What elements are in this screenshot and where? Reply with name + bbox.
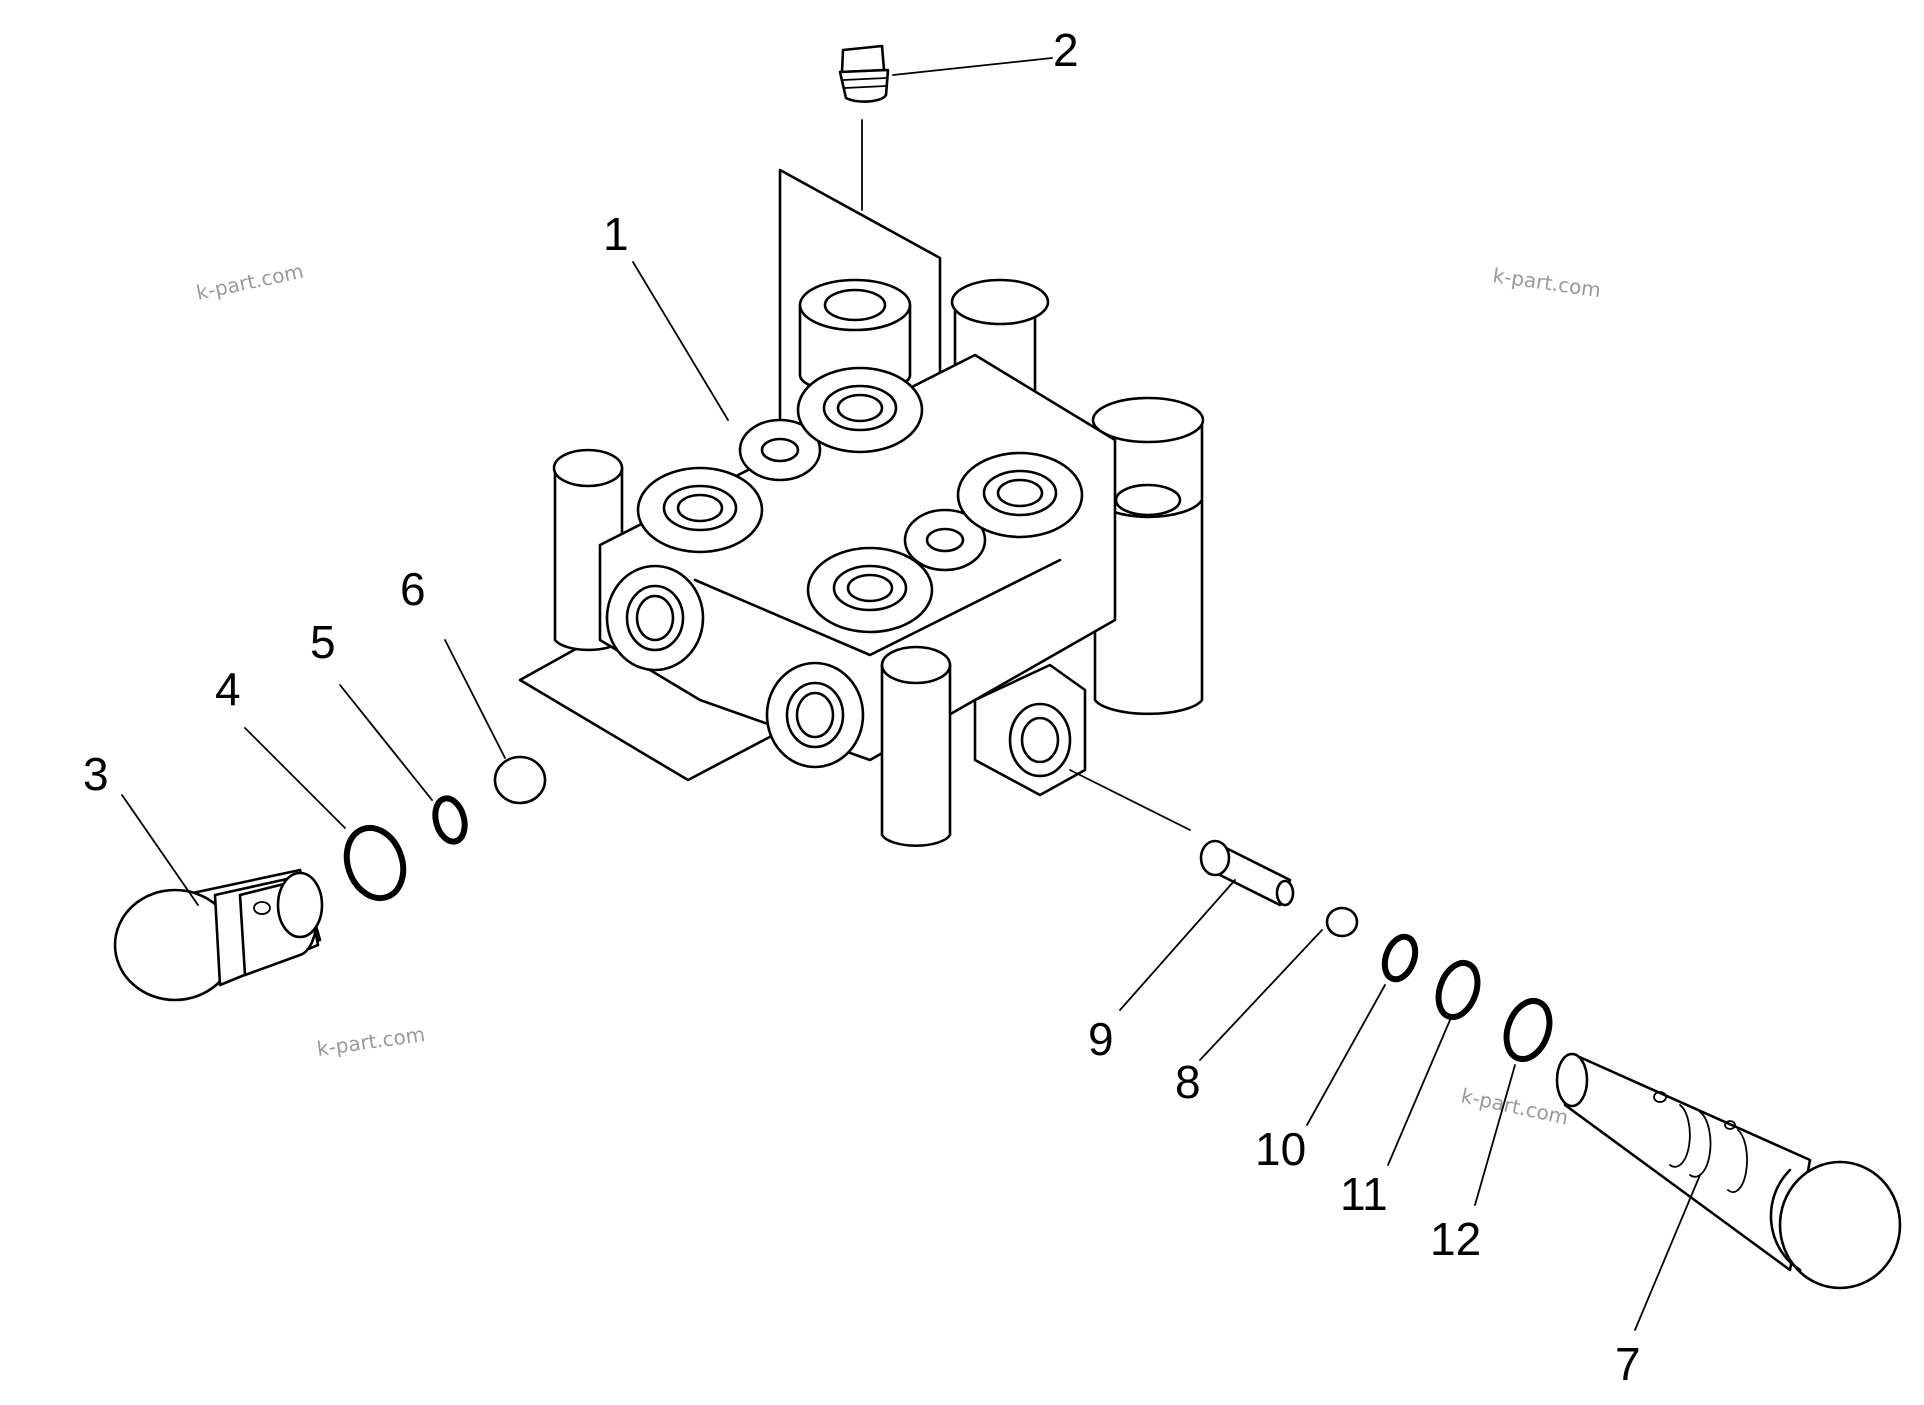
watermark: k-part.com: [194, 259, 306, 305]
callout-9: 9: [1088, 1013, 1114, 1065]
watermark: k-part.com: [1491, 263, 1602, 302]
callout-4: 4: [215, 663, 241, 715]
o-ring-part-4: [343, 824, 407, 902]
leader-lines: [121, 57, 1701, 1331]
ball-part-6: [493, 755, 547, 805]
callout-11: 11: [1340, 1168, 1388, 1220]
callout-10: 10: [1255, 1123, 1306, 1175]
callout-12: 12: [1430, 1213, 1481, 1265]
plug-part-2: [838, 44, 890, 211]
watermark: k-part.com: [315, 1022, 426, 1061]
pin-part-9: [1069, 769, 1295, 907]
callout-1: 1: [603, 208, 629, 260]
callout-6: 6: [400, 563, 426, 615]
o-ring-part-11: [1435, 959, 1481, 1021]
callout-3: 3: [83, 748, 109, 800]
callout-8: 8: [1175, 1056, 1201, 1108]
watermark: k-part.com: [1459, 1083, 1571, 1129]
o-ring-part-12: [1503, 997, 1553, 1063]
valve-body: [552, 278, 1205, 847]
spool-part-7: [1555, 1052, 1902, 1290]
plug-part-3: [113, 868, 324, 1002]
ball-part-8: [1325, 906, 1359, 938]
o-ring-part-10: [1381, 933, 1419, 983]
callout-5: 5: [310, 616, 336, 668]
callout-7: 7: [1615, 1338, 1641, 1390]
callout-2: 2: [1053, 24, 1079, 76]
gasket-plate-bottom: [518, 628, 842, 782]
o-ring-part-5: [432, 795, 468, 845]
